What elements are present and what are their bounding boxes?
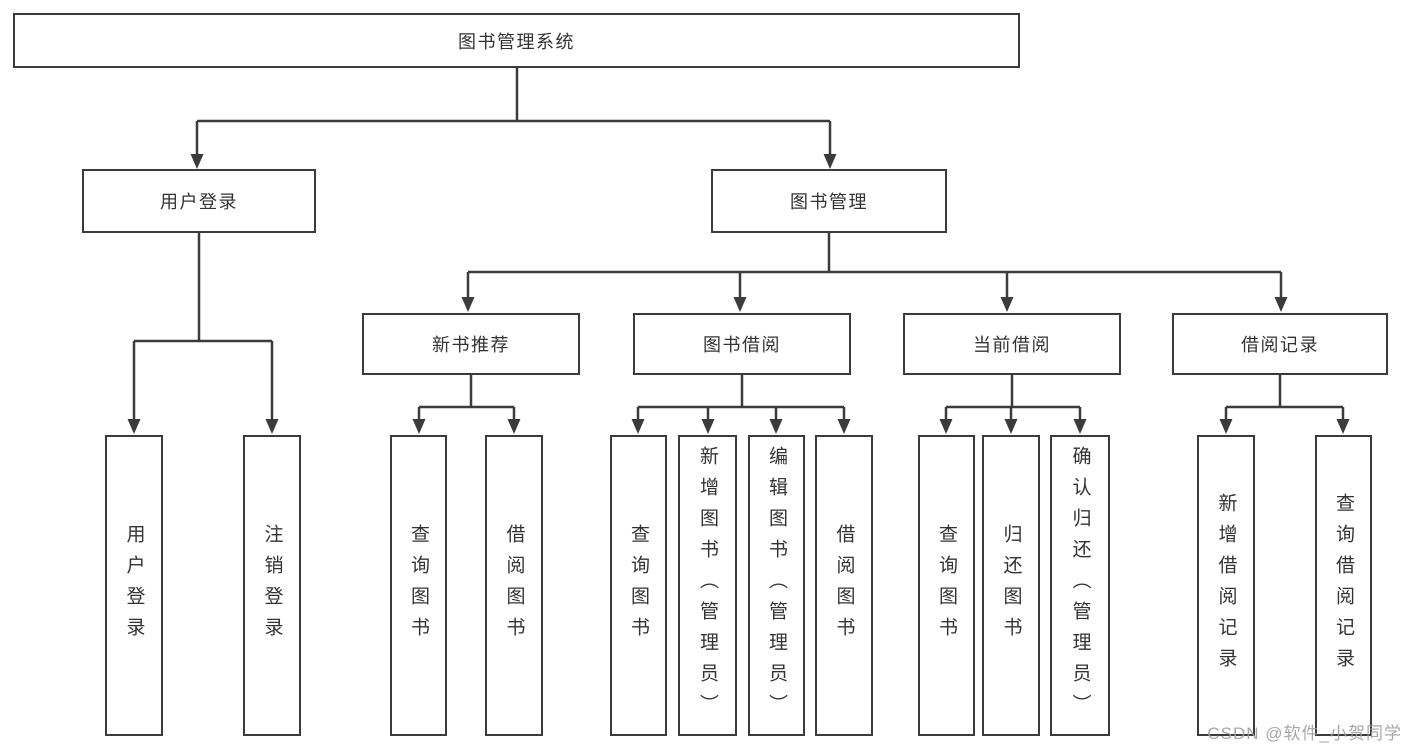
leaf-recommend-borrow-books: 借阅图书 [485,435,543,736]
leaf-current-return-books: 归还图书 [982,435,1040,736]
node-borrow-records: 借阅记录 [1172,313,1388,375]
node-book-management: 图书管理 [711,169,947,233]
leaf-borrow-query-books: 查询图书 [610,435,667,736]
node-book-borrow: 图书借阅 [633,313,851,375]
leaf-record-query: 查询借阅记录 [1315,435,1372,736]
leaf-record-add: 新增借阅记录 [1197,435,1255,736]
node-current-borrow: 当前借阅 [903,313,1121,375]
tree-edges [132,68,1345,421]
leaf-recommend-query-books: 查询图书 [390,435,447,736]
node-new-book-recommend: 新书推荐 [362,313,580,375]
leaf-logout: 注销登录 [243,435,301,736]
arrowheads [127,154,1350,434]
node-user-login: 用户登录 [82,169,316,233]
leaf-borrow-borrow-books: 借阅图书 [815,435,873,736]
leaf-user-login: 用户登录 [105,435,163,736]
leaf-borrow-edit-books-admin: 编辑图书（管理员） [748,435,805,736]
leaf-borrow-add-books-admin: 新增图书（管理员） [678,435,737,736]
csdn-watermark: CSDN @软件_小贺同学 [1207,724,1402,743]
leaf-current-query-books: 查询图书 [918,435,975,736]
node-root-library-system: 图书管理系统 [13,13,1020,68]
leaf-current-confirm-return-admin: 确认归还（管理员） [1050,435,1110,736]
